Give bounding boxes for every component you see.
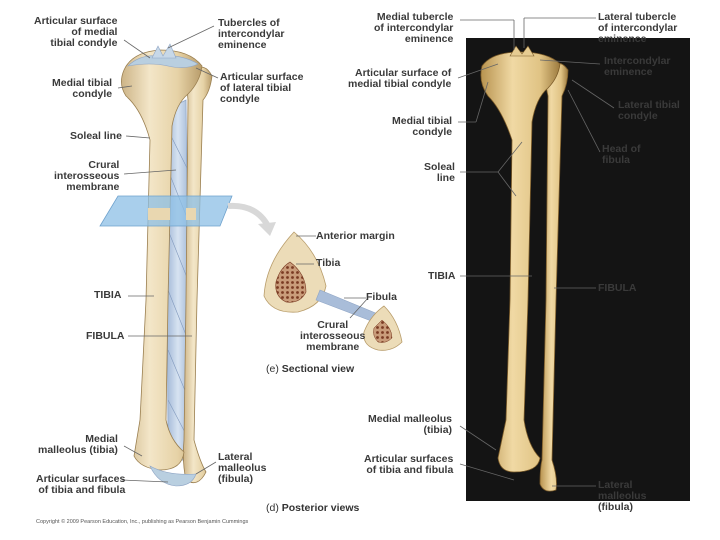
- intercondylar-tubercles: [151, 43, 177, 59]
- label-artic-surface-medial-right: Articular surface of medial tibial condy…: [348, 67, 452, 90]
- leader-lines: [117, 17, 615, 487]
- label-fibula-left: FIBULA: [86, 330, 125, 342]
- label-section-tibia: Tibia: [316, 257, 341, 269]
- label-tibia-right: TIBIA: [428, 270, 456, 282]
- photo-eminence: [509, 45, 535, 57]
- distal-articular-cartilage: [149, 465, 197, 487]
- label-section-crural-membrane: Crural interosseous membrane: [300, 319, 366, 353]
- caption-sectional-view: (e) Sectional view: [266, 363, 355, 375]
- label-articular-surfaces-left: Articular surfaces of tibia and fibula: [36, 473, 126, 496]
- section-arrow: [227, 202, 271, 228]
- label-medial-tubercle: Medial tubercle of intercondylar eminenc…: [374, 11, 454, 45]
- label-tibia-left: TIBIA: [94, 289, 122, 301]
- label-lateral-malleolus-left: Lateral malleolus (fibula): [218, 451, 267, 485]
- label-medial-malleolus-right: Medial malleolus (tibia): [368, 413, 453, 436]
- fibula-shaft-in-plane: [186, 208, 196, 220]
- photo-tibia: [480, 51, 561, 473]
- copyright-notice: Copyright © 2009 Pearson Education, Inc.…: [36, 519, 249, 525]
- label-soleal-line-right: Soleal line: [424, 161, 455, 184]
- label-medial-tibial-condyle: Medial tibial condyle: [52, 77, 113, 100]
- caption-posterior-views: (d) Posterior views: [266, 502, 360, 514]
- label-intercondylar-eminence: Intercondylar eminence: [604, 55, 671, 78]
- label-lateral-malleolus-right: Lateral malleolus (fibula): [598, 479, 647, 513]
- label-artic-surface-medial-condyle: Articular surface of medial tibial condy…: [34, 15, 118, 49]
- photo-fibula: [539, 62, 569, 492]
- label-crural-membrane: Crural interosseous membrane: [54, 159, 120, 193]
- label-articular-surfaces-right: Articular surfaces of tibia and fibula: [364, 453, 454, 476]
- section-fibula-marrow: [373, 319, 393, 343]
- section-arrow-head: [258, 222, 276, 236]
- label-artic-surface-lateral-condyle: Articular surface of lateral tibial cond…: [220, 71, 304, 105]
- section-tibia-marrow: [275, 261, 307, 303]
- label-medial-malleolus-left: Medial malleolus (tibia): [38, 433, 118, 456]
- tibial-plateau-cartilage: [127, 55, 199, 68]
- label-head-of-fibula: Head of fibula: [602, 143, 641, 166]
- label-tubercles-eminence: Tubercles of intercondylar eminence: [218, 17, 285, 51]
- label-lateral-tubercle: Lateral tubercle of intercondylar eminen…: [598, 11, 678, 45]
- label-section-fibula: Fibula: [366, 291, 397, 303]
- label-fibula-right: FIBULA: [598, 282, 637, 294]
- label-anterior-margin: Anterior margin: [316, 230, 395, 242]
- label-medial-tibial-condyle-right: Medial tibial condyle: [392, 115, 453, 138]
- label-lateral-tibial-condyle: Lateral tibial condyle: [618, 99, 680, 122]
- fibula-bone: [182, 66, 213, 484]
- tibia-bone: [121, 49, 203, 471]
- label-soleal-line: Soleal line: [70, 130, 122, 142]
- tibia-shaft-in-plane: [148, 208, 170, 220]
